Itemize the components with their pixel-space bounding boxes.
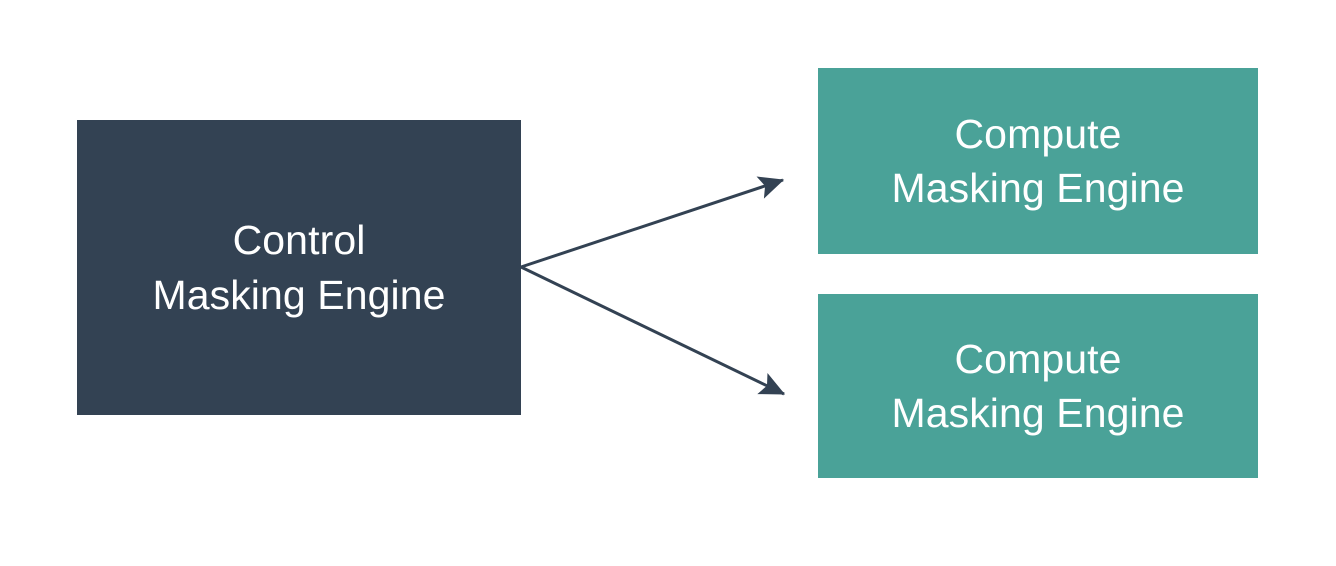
- edge-control-to-compute-2: [520, 265, 786, 396]
- node-control-masking-engine-label: Control Masking Engine: [152, 217, 446, 318]
- node-compute-masking-engine-2[interactable]: Compute Masking Engine: [818, 294, 1258, 478]
- edge-control-to-compute-1: [520, 176, 785, 269]
- node-compute-masking-engine-1-label: Compute Masking Engine: [891, 110, 1185, 211]
- node-compute-masking-engine-2-label: Compute Masking Engine: [891, 335, 1185, 436]
- node-control-masking-engine[interactable]: Control Masking Engine: [77, 120, 521, 415]
- node-compute-masking-engine-1[interactable]: Compute Masking Engine: [818, 68, 1258, 254]
